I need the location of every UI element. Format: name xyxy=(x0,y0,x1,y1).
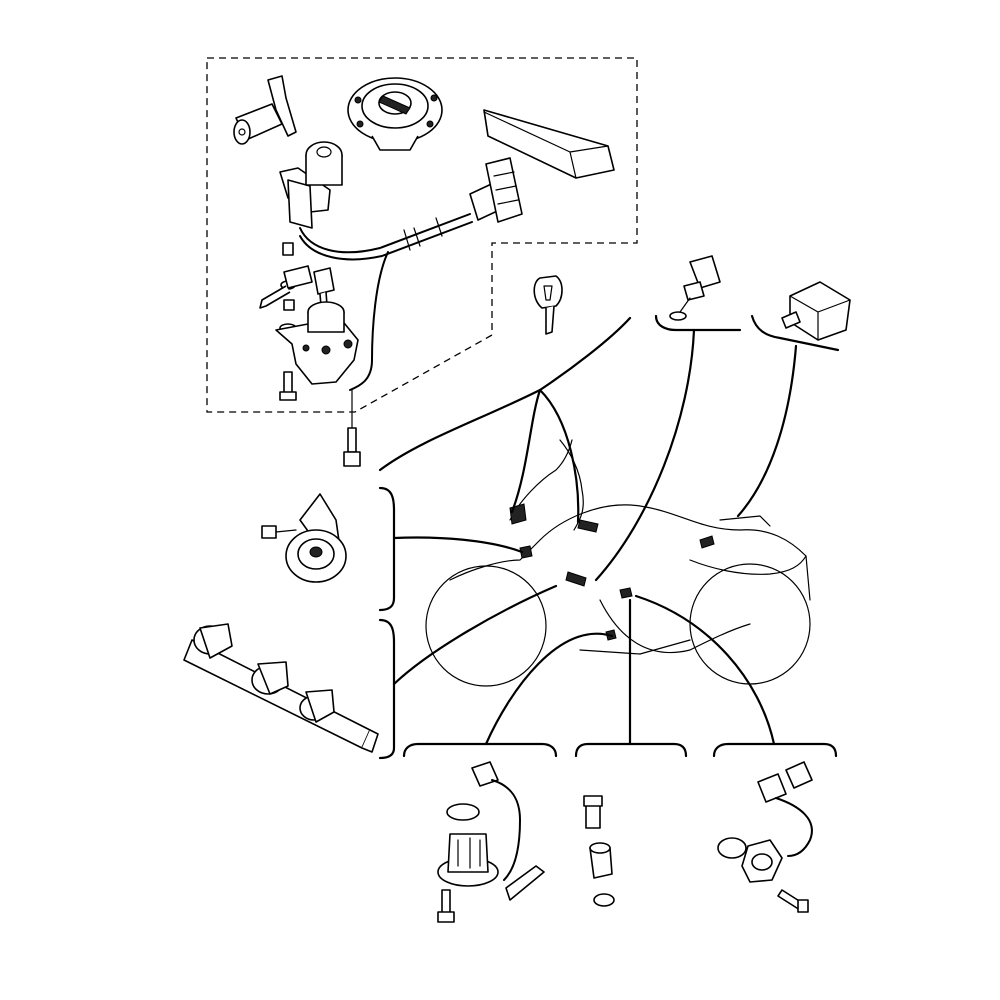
immobilizer-unit-icon xyxy=(483,109,615,179)
speed-sensor-icon xyxy=(717,761,813,913)
fuel-cap-icon xyxy=(347,77,443,151)
ignition-switch-icon xyxy=(279,141,343,229)
leader-relay xyxy=(736,344,798,518)
callout-sensor xyxy=(654,314,742,332)
leader-to-bike-1 xyxy=(510,388,542,514)
leader-horn xyxy=(392,536,524,554)
callout-pickup-coil xyxy=(402,742,558,758)
connector-icon xyxy=(469,157,523,223)
relay-icon xyxy=(781,281,851,341)
pickup-coil-icon xyxy=(437,761,545,923)
callout-top-left xyxy=(378,316,632,472)
leader-to-bike-2 xyxy=(538,388,580,524)
leader-sensor xyxy=(594,328,696,582)
seat-lock-icon xyxy=(233,75,297,145)
bulb-socket-icon xyxy=(183,623,379,753)
leader-bulb xyxy=(392,584,558,686)
callout-bulb-sockets xyxy=(378,618,396,760)
callout-neutral-switch xyxy=(574,742,688,758)
ignition-lock-icon xyxy=(275,301,359,385)
callout-speed-sensor xyxy=(712,742,838,758)
temperature-sensor-icon xyxy=(669,255,721,321)
neutral-switch-icon xyxy=(583,795,615,907)
ignition-wire-harness xyxy=(299,213,471,254)
spare-key-icon xyxy=(533,275,563,335)
leader-pickup xyxy=(484,632,614,746)
callout-horn xyxy=(378,486,396,612)
leader-speed xyxy=(634,594,776,746)
ignition-set-group-outline xyxy=(206,57,638,413)
callout-relay xyxy=(750,314,840,352)
horn-icon xyxy=(261,493,347,583)
bolt-icon xyxy=(279,371,361,467)
